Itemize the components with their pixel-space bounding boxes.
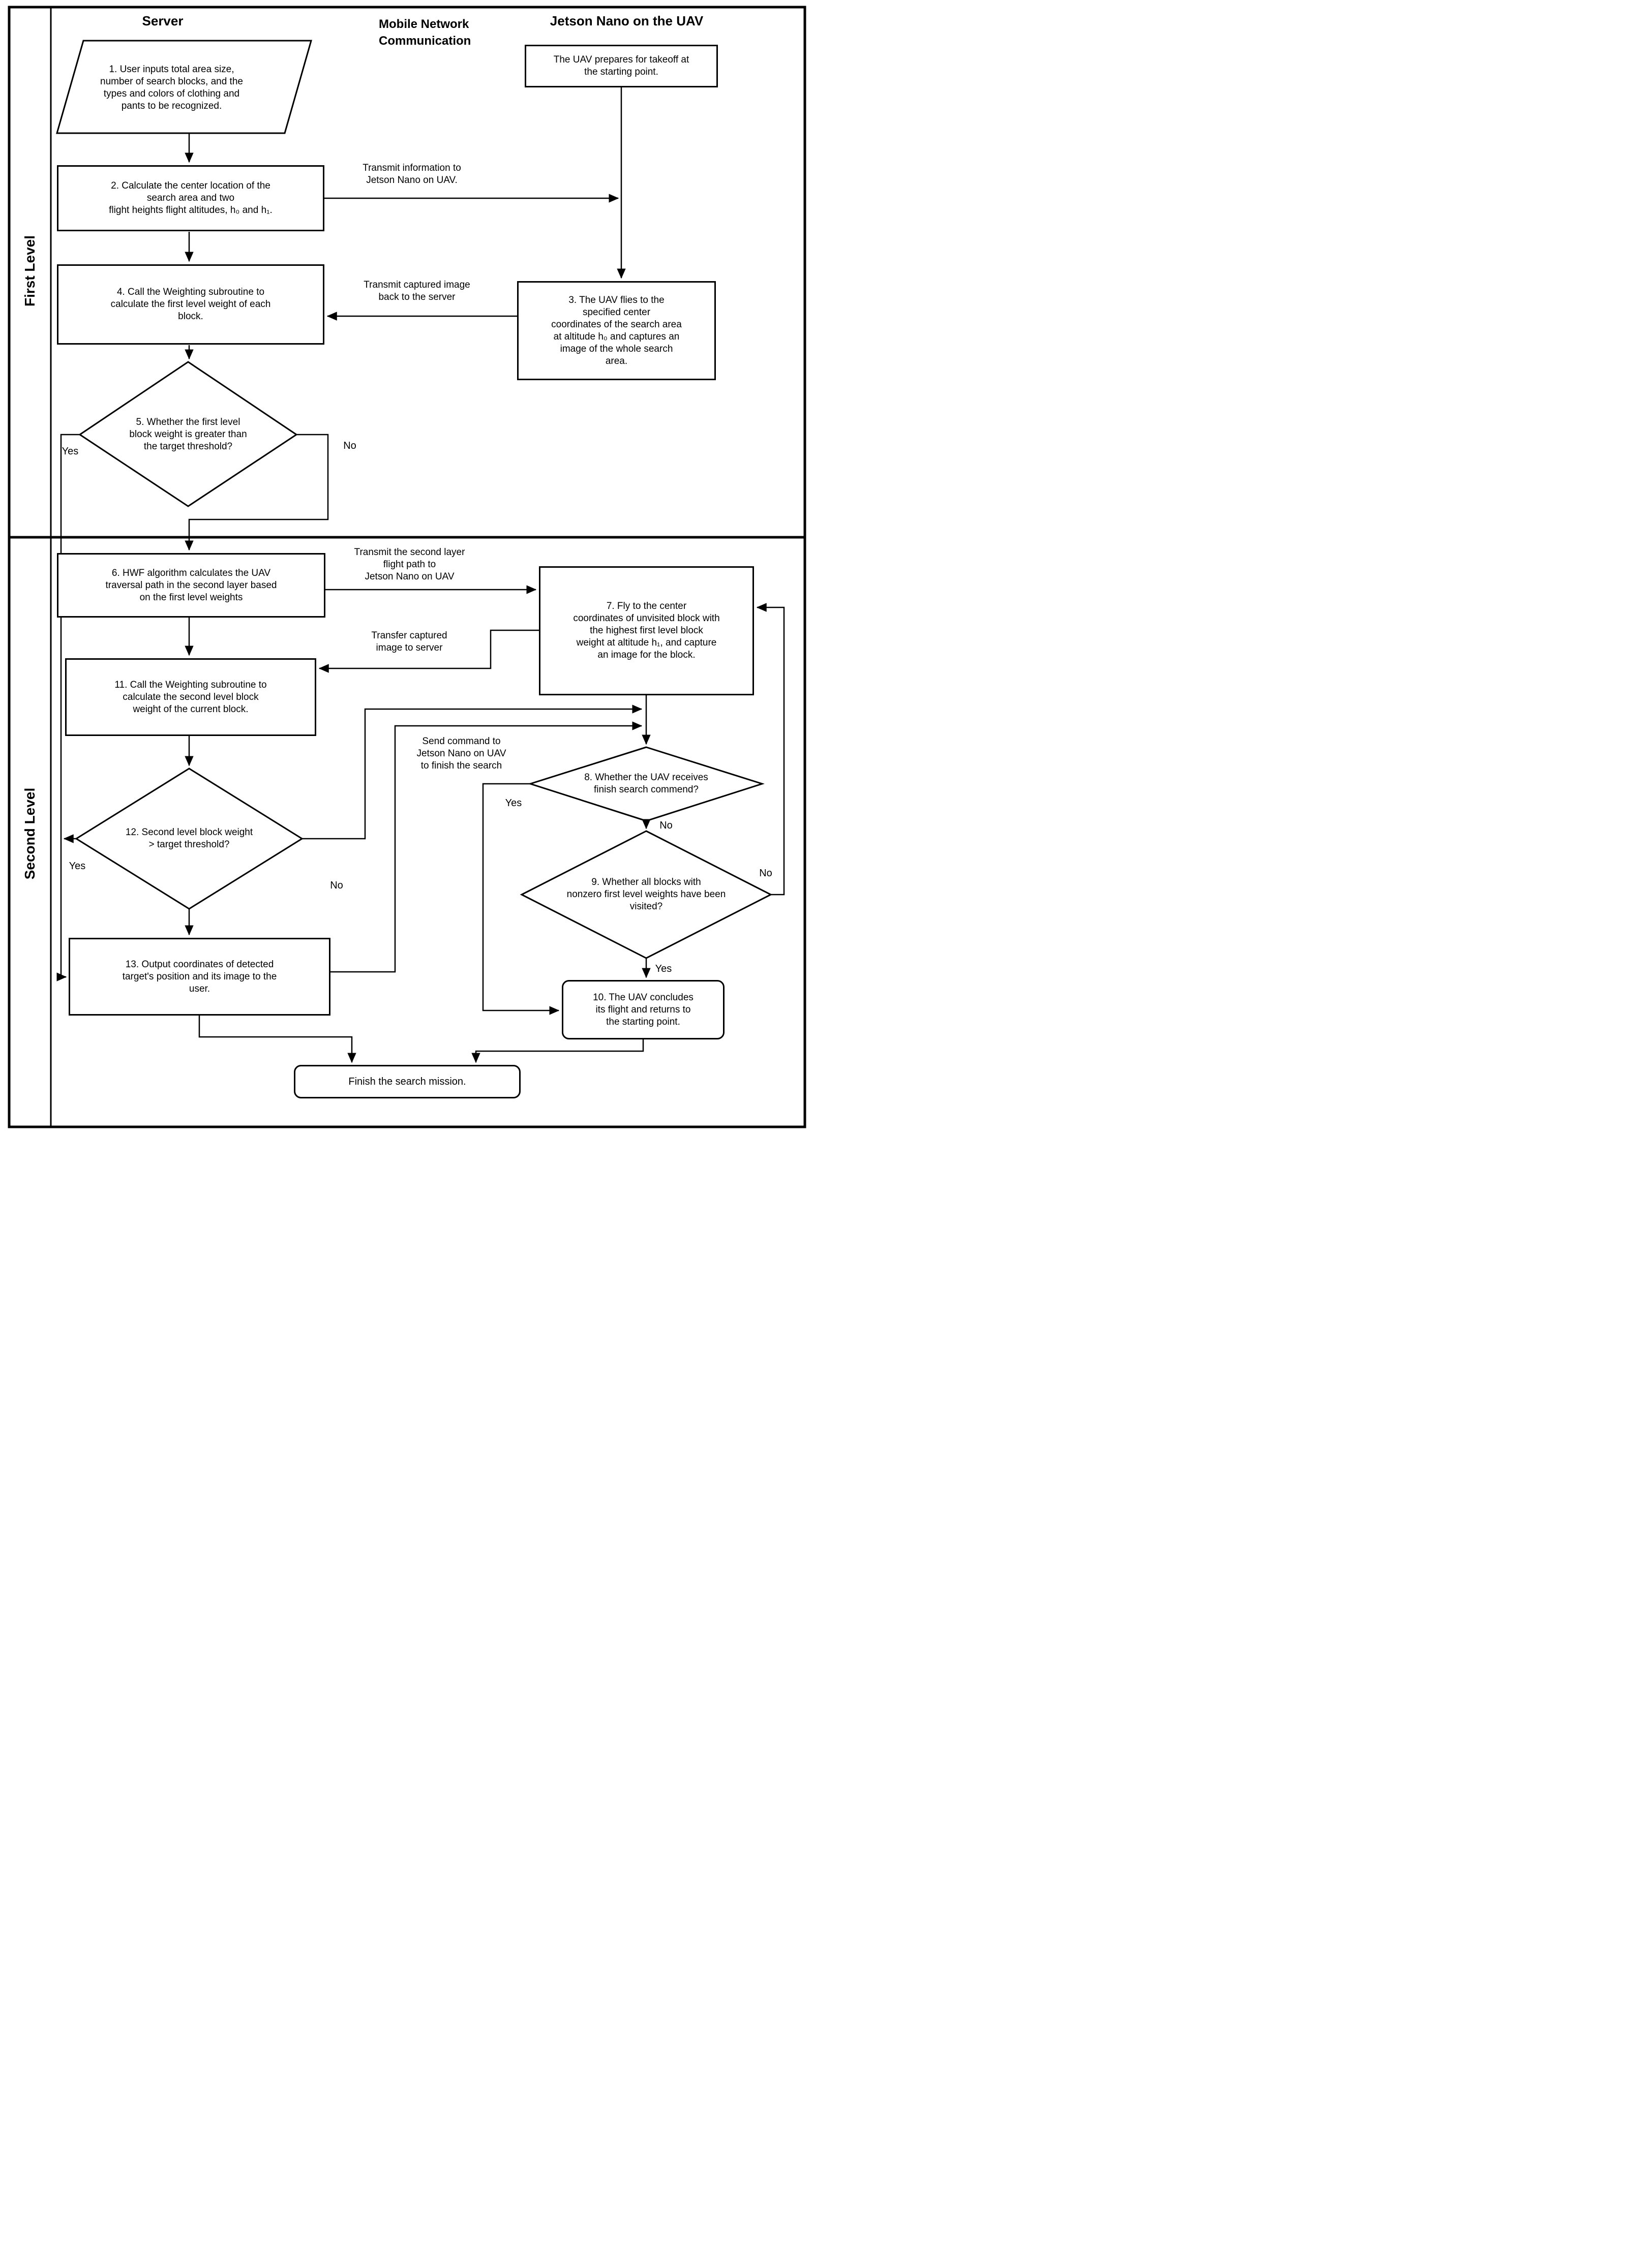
- arrow-7-to-11-transfer-image: [318, 629, 539, 673]
- column-header-jetson-nano: Jetson Nano on the UAV: [550, 13, 704, 28]
- flowchart-canvas: First Level Second Level Server Mobile N…: [0, 0, 814, 1134]
- branch-label-12-no: No: [330, 879, 343, 891]
- node-10-uav-concludes-flight: 10. The UAV concludes its flight and ret…: [562, 980, 725, 1039]
- decision-5-diamond: [78, 361, 298, 507]
- edge-label-transfer-image: Transfer captured image to server: [371, 630, 447, 653]
- flowchart-wires-layer: [8, 6, 806, 1128]
- node-1-parallelogram: [56, 40, 312, 134]
- arrow-10-to-finish: [471, 1039, 644, 1063]
- node-3-uav-flies-center: 3. The UAV flies to the specified center…: [517, 281, 716, 380]
- node-6-hwf-algorithm: 6. HWF algorithm calculates the UAV trav…: [57, 553, 325, 618]
- node-finish-search-mission: Finish the search mission.: [294, 1065, 521, 1098]
- outer-border: [8, 6, 806, 1128]
- node-11-weighting-second-level: 11. Call the Weighting subroutine to cal…: [65, 658, 316, 736]
- edge-label-transmit-path: Transmit the second layer flight path to…: [354, 547, 465, 582]
- node-1-user-inputs: 1. User inputs total area size, number o…: [100, 64, 243, 111]
- edge-label-send-command: Send command to Jetson Nano on UAV to fi…: [416, 736, 506, 771]
- decision-8-finish-command: 8. Whether the UAV receives finish searc…: [584, 772, 708, 795]
- branch-label-9-yes: Yes: [655, 963, 672, 974]
- branch-label-8-no: No: [659, 819, 673, 831]
- edge-label-transmit-captured: Transmit captured image back to the serv…: [364, 280, 470, 302]
- arrow-5-yes-to-13: [56, 434, 81, 982]
- column-header-mobile-network: Mobile Network Communication: [379, 17, 471, 48]
- node-uav-prepare-takeoff: The UAV prepares for takeoff at the star…: [525, 45, 718, 87]
- arrow-12-no-loop: [302, 704, 643, 840]
- branch-label-9-no: No: [759, 867, 772, 879]
- node-13-output-coordinates: 13. Output coordinates of detected targe…: [69, 938, 330, 1016]
- node-2-calculate-center: 2. Calculate the center location of the …: [57, 165, 324, 231]
- lane-label-second-level: Second Level: [22, 787, 38, 880]
- edge-label-transmit-info: Transmit information to Jetson Nano on U…: [363, 163, 461, 186]
- arrow-9-no-to-7: [756, 603, 785, 896]
- decision-12-second-level-threshold: 12. Second level block weight > target t…: [125, 827, 253, 850]
- branch-label-8-yes: Yes: [505, 797, 522, 809]
- lane-label-first-level: First Level: [22, 235, 38, 307]
- node-7-fly-to-unvisited-block: 7. Fly to the center coordinates of unvi…: [539, 566, 754, 695]
- arrow-13-send-command: [330, 721, 643, 973]
- decision-9-all-blocks-visited: 9. Whether all blocks with nonzero first…: [566, 877, 726, 912]
- branch-label-5-yes: Yes: [62, 445, 79, 457]
- arrow-5-no-to-6: [185, 434, 329, 551]
- column-header-server: Server: [142, 13, 184, 28]
- node-4-weighting-first-level: 4. Call the Weighting subroutine to calc…: [57, 264, 324, 345]
- branch-label-12-yes: Yes: [69, 860, 86, 872]
- arrow-13-to-finish: [198, 1016, 356, 1063]
- branch-label-5-no: No: [343, 440, 356, 451]
- arrow-8-yes-to-10: [482, 783, 560, 1015]
- decision-5-first-level-threshold: 5. Whether the first level block weight …: [129, 417, 247, 452]
